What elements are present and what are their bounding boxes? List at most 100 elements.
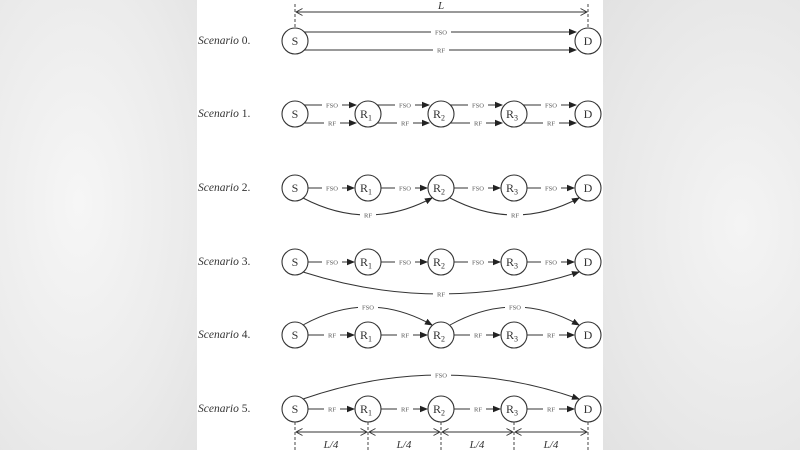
fso-label: FSO xyxy=(509,305,521,312)
svg-text:S: S xyxy=(292,255,299,269)
scenario-number: 0. xyxy=(241,35,251,47)
node-r3: R3 xyxy=(500,395,528,423)
svg-text:D: D xyxy=(584,107,593,121)
scenario-number: 5. xyxy=(241,403,251,415)
rf-label: RF xyxy=(401,333,409,340)
node-r1: R1 xyxy=(354,248,382,276)
segment-length-label: L/4 xyxy=(543,439,559,450)
scenario-number: 1. xyxy=(241,108,251,120)
rf-label: RF xyxy=(328,407,336,414)
node-s: S xyxy=(281,321,309,349)
scenario-number: 3. xyxy=(241,256,251,268)
node-d: D xyxy=(574,395,602,423)
node-r1: R1 xyxy=(354,174,382,202)
rf-label: RF xyxy=(401,121,409,128)
svg-text:S: S xyxy=(292,328,299,342)
rf-label: RF xyxy=(401,407,409,414)
node-s: S xyxy=(281,248,309,276)
rf-label: RF xyxy=(511,213,519,220)
svg-text:S: S xyxy=(292,402,299,416)
svg-text:S: S xyxy=(292,34,299,48)
node-d: D xyxy=(574,321,602,349)
segment-length-label: L/4 xyxy=(469,439,485,450)
scenario-word: Scenario xyxy=(198,108,239,120)
node-r3: R3 xyxy=(500,174,528,202)
fso-label: FSO xyxy=(472,103,484,110)
fso-label: FSO xyxy=(326,103,338,110)
rf-label: RF xyxy=(474,333,482,340)
scenario-word: Scenario xyxy=(198,256,239,268)
node-r2: R2 xyxy=(427,395,455,423)
fso-label: FSO xyxy=(362,305,374,312)
rf-label: RF xyxy=(328,121,336,128)
svg-text:D: D xyxy=(584,328,593,342)
node-r1: R1 xyxy=(354,321,382,349)
total-length-label: L xyxy=(437,0,444,12)
node-d: D xyxy=(574,174,602,202)
scenario-number: 2. xyxy=(241,182,251,194)
scenario-0-label: Scenario 0. xyxy=(198,35,250,47)
segment-length-label: L/4 xyxy=(396,439,412,450)
node-s: S xyxy=(281,174,309,202)
rf-label: RF xyxy=(364,213,372,220)
scenario-1-label: Scenario 1. xyxy=(198,108,250,120)
fso-label: FSO xyxy=(326,186,338,193)
svg-text:S: S xyxy=(292,181,299,195)
scenario-word: Scenario xyxy=(198,403,239,415)
node-r2: R2 xyxy=(427,100,455,128)
blurred-background-left xyxy=(0,0,197,450)
node-r2: R2 xyxy=(427,174,455,202)
node-r2: R2 xyxy=(427,248,455,276)
fso-label: FSO xyxy=(545,186,557,193)
figure-page xyxy=(197,0,603,450)
fso-label: FSO xyxy=(399,103,411,110)
rf-label: RF xyxy=(474,407,482,414)
rf-label: RF xyxy=(547,121,555,128)
fso-label: FSO xyxy=(435,373,447,380)
fso-label: FSO xyxy=(545,260,557,267)
node-s: S xyxy=(281,27,309,55)
node-s: S xyxy=(281,395,309,423)
node-r1: R1 xyxy=(354,100,382,128)
segment-length-label: L/4 xyxy=(323,439,339,450)
rf-label: RF xyxy=(474,121,482,128)
node-d: D xyxy=(574,248,602,276)
total-length-dimension xyxy=(294,4,589,28)
blurred-background-right xyxy=(603,0,800,450)
fso-label: FSO xyxy=(472,260,484,267)
rf-label: RF xyxy=(437,48,445,55)
fso-label: FSO xyxy=(399,186,411,193)
rf-label: RF xyxy=(328,333,336,340)
scenario-5-label: Scenario 5. xyxy=(198,403,250,415)
node-d: D xyxy=(574,100,602,128)
node-r1: R1 xyxy=(354,395,382,423)
link-labels: FSO RF FSO RF FSO RF FSO RF FSO RF FSO F… xyxy=(322,28,561,414)
node-d: D xyxy=(574,27,602,55)
node-s: S xyxy=(281,100,309,128)
rf-label: RF xyxy=(547,407,555,414)
scenario-word: Scenario xyxy=(198,329,239,341)
scenario-number: 4. xyxy=(241,329,251,341)
scenario-2-label: Scenario 2. xyxy=(198,182,250,194)
node-r3: R3 xyxy=(500,248,528,276)
segment-length-dimensions xyxy=(294,422,589,450)
svg-text:D: D xyxy=(584,402,593,416)
scenario-word: Scenario xyxy=(198,35,239,47)
scenario-3-label: Scenario 3. xyxy=(198,256,250,268)
scenario-4-label: Scenario 4. xyxy=(198,329,250,341)
fso-label: FSO xyxy=(435,30,447,37)
fso-label: FSO xyxy=(326,260,338,267)
svg-text:D: D xyxy=(584,181,593,195)
node-r3: R3 xyxy=(500,100,528,128)
svg-text:D: D xyxy=(584,34,593,48)
fso-label: FSO xyxy=(399,260,411,267)
scenario-word: Scenario xyxy=(198,182,239,194)
rf-label: RF xyxy=(437,292,445,299)
svg-text:D: D xyxy=(584,255,593,269)
node-r3: R3 xyxy=(500,321,528,349)
svg-text:S: S xyxy=(292,107,299,121)
rf-label: RF xyxy=(547,333,555,340)
fso-label: FSO xyxy=(472,186,484,193)
